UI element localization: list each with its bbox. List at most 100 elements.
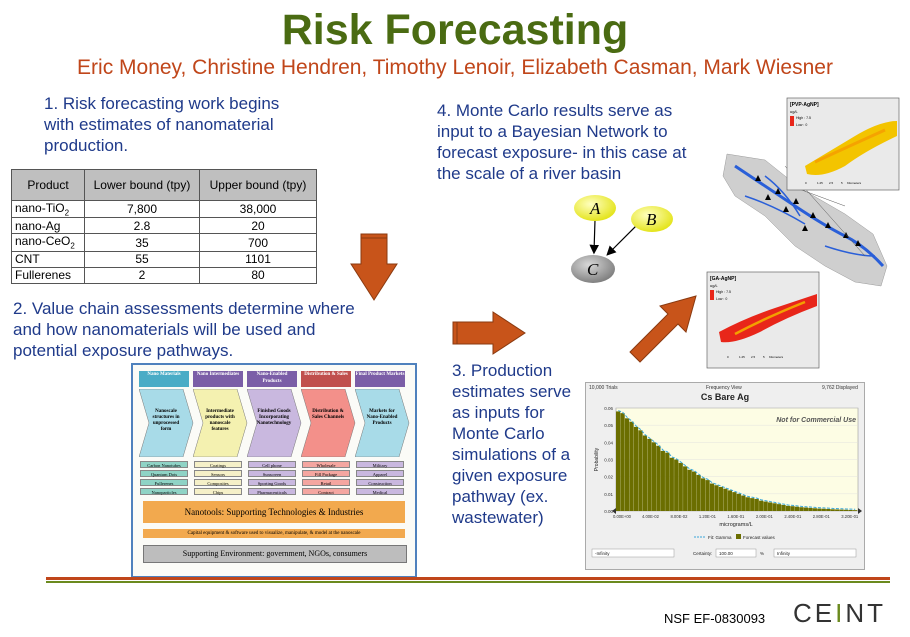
left-slider-handle xyxy=(612,508,616,514)
value-chain-item: Nanoparticles xyxy=(140,488,188,495)
x-tick-label: 3.20E-01 xyxy=(841,514,859,519)
histogram-bar xyxy=(692,471,697,511)
histogram-bar xyxy=(736,493,741,511)
value-chain-item: Sensors xyxy=(194,470,242,477)
value-chain-header: Nano-Enabled Products xyxy=(247,371,297,387)
lower-bound-cell: 2 xyxy=(84,266,200,284)
histogram-bar xyxy=(741,495,746,511)
river-line xyxy=(734,164,885,268)
step-3-text: 3. Production estimates serve as inputs … xyxy=(452,361,572,527)
node-b xyxy=(631,206,673,232)
value-chain-stage: Nanoscale structures in unprocessed form xyxy=(139,389,194,457)
ceint-logo: CEINT xyxy=(793,598,887,628)
node-a xyxy=(574,195,616,221)
histogram-bar xyxy=(732,492,737,511)
histogram-bar xyxy=(785,505,791,511)
histogram-bar xyxy=(750,498,755,511)
x-tick-label: 1.20E-01 xyxy=(699,514,717,519)
histogram-bar xyxy=(848,509,853,511)
value-chain-header: Nano Materials xyxy=(139,371,189,387)
value-chain-item: Construction xyxy=(356,479,404,486)
chart-trials: 10,000 Trials xyxy=(589,385,618,391)
river-basin-maps: [PVP-AgNP] ug/L High : 7.5 Low : 0 0 1.2… xyxy=(706,97,900,369)
map-bottom-low: Low : 0 xyxy=(716,297,727,301)
chart-view: Frequency View xyxy=(706,385,742,391)
histogram-bar xyxy=(669,457,674,511)
y-tick-label: 0.03 xyxy=(604,458,613,463)
value-chain-item: Sporting Goods xyxy=(248,479,296,486)
map-bottom-high: High : 7.5 xyxy=(716,290,731,294)
value-chain-stage-text: Finished Goods Incorporating Nanotechnol… xyxy=(256,409,292,426)
y-tick-label: 0.00 xyxy=(604,509,613,514)
step-4-text: 4. Monte Carlo results serve as input to… xyxy=(437,101,687,183)
value-chain-item: Retail xyxy=(302,479,350,486)
svg-text:2.5: 2.5 xyxy=(751,355,756,359)
value-chain-stage: Finished Goods Incorporating Nanotechnol… xyxy=(247,389,302,457)
histogram-bar xyxy=(705,480,710,511)
histogram-bar xyxy=(647,438,652,511)
histogram-bar xyxy=(620,413,625,511)
percent-sign: % xyxy=(760,551,764,556)
histogram-bar xyxy=(754,498,759,511)
upper-bound-cell: 20 xyxy=(199,217,317,235)
node-a-label: A xyxy=(589,199,601,218)
histogram-bar xyxy=(794,506,800,511)
value-chain-stage: Intermediate products with nanoscale fea… xyxy=(193,389,248,457)
map-bottom-unit: ug/L xyxy=(710,283,719,288)
histogram-bar xyxy=(709,483,715,511)
value-chain-stage-text: Distribution & Sales Channels xyxy=(311,409,345,420)
legend-fit-label: Fit: Gamma xyxy=(708,535,732,540)
histogram-bar xyxy=(723,488,728,511)
y-tick-label: 0.05 xyxy=(604,423,613,428)
histogram-bar xyxy=(826,508,831,511)
histogram-bar xyxy=(727,490,733,511)
svg-text:1.25: 1.25 xyxy=(817,181,823,185)
histogram-bar xyxy=(678,462,683,511)
map-top-unit: ug/L xyxy=(790,109,799,114)
histogram-bar xyxy=(776,504,782,511)
value-chain-stage-text: Markets for Nano-Enabled Products xyxy=(366,409,398,426)
value-chain-item: Fullerenes xyxy=(140,479,188,486)
histogram-bar xyxy=(852,510,858,511)
svg-text:5: 5 xyxy=(763,355,765,359)
watermark: Not for Commercial Use xyxy=(776,417,856,424)
bayesian-network: A B C xyxy=(571,195,673,283)
svg-text:0: 0 xyxy=(727,355,729,359)
value-chain-stage: Markets for Nano-Enabled Products xyxy=(355,389,410,457)
svg-text:Kilometers: Kilometers xyxy=(847,181,862,185)
legend-bar-label: Forecast values xyxy=(743,535,776,540)
map-inset-top: [PVP-AgNP] ug/L High : 7.5 Low : 0 0 1.2… xyxy=(786,97,900,191)
upper-bound-cell: 38,000 xyxy=(199,199,317,219)
histogram-bar xyxy=(759,500,764,511)
upper-bound-cell: 80 xyxy=(199,266,317,284)
map-top-high: High : 7.5 xyxy=(796,116,811,120)
right-arrow-icon xyxy=(452,311,526,355)
x-tick-label: 1.60E-01 xyxy=(727,514,745,519)
upper-bound-text: Infinity xyxy=(777,551,791,556)
value-chain-item: Military xyxy=(356,461,404,468)
upper-bound-cell: 700 xyxy=(199,233,317,252)
histogram-bar xyxy=(830,509,835,511)
nanotools-bar: Nanotools: Supporting Technologies & Ind… xyxy=(143,501,405,523)
histogram-bar xyxy=(803,507,809,511)
svg-text:5: 5 xyxy=(841,181,843,185)
chart-title: Cs Bare Ag xyxy=(701,392,749,402)
histogram-bar xyxy=(844,509,849,511)
value-chain-stage-text: Nanoscale structures in unprocessed form xyxy=(152,409,180,432)
diagonal-arrow-icon xyxy=(629,295,697,363)
histogram-bar xyxy=(665,452,670,511)
monte-carlo-chart: 10,000 Trials Frequency View 9,762 Displ… xyxy=(585,382,865,570)
svg-text:2.5: 2.5 xyxy=(829,181,834,185)
table-header: Lower bound (tpy) xyxy=(84,169,200,201)
value-chain-stage: Distribution & Sales Channels xyxy=(301,389,356,457)
histogram-bar xyxy=(790,506,795,511)
value-chain-item: Composites xyxy=(194,479,242,486)
lower-bound-text: -Infinity xyxy=(595,551,610,556)
histogram-bar xyxy=(656,445,661,511)
product-cell: Fullerenes xyxy=(11,266,85,284)
